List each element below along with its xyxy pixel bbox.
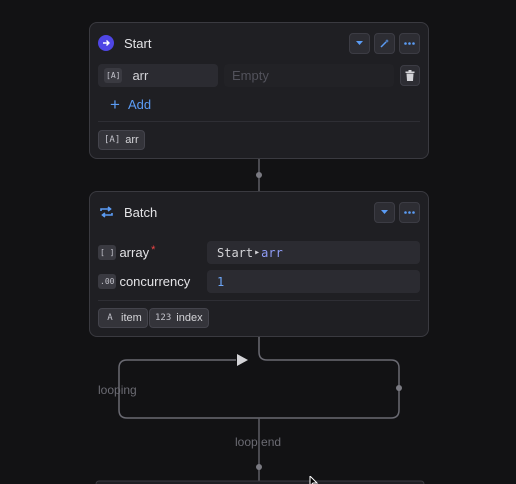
collapse-button[interactable] [374,201,395,223]
output-chip-index[interactable]: 123 index [149,308,209,328]
add-input-label: Add [127,96,152,112]
number-type-icon: 123 [155,313,172,323]
collapse-button[interactable] [349,32,370,54]
chevron-down-icon [356,41,363,45]
start-node-title: Start [124,35,152,51]
chevron-down-icon [381,210,388,214]
output-name: item [121,312,142,324]
edge-handle-loop-end[interactable] [256,464,262,470]
concurrency-value: 1 [217,274,225,289]
output-chip-item[interactable]: A item [98,308,148,328]
batch-node-header: Batch [90,192,428,232]
start-node-header: Start [90,23,428,63]
more-button[interactable] [399,201,420,223]
start-node[interactable]: Start [A] arr [89,22,429,159]
mouse-cursor-icon [309,476,319,484]
string-array-type-icon: [A] [104,68,123,83]
concurrency-input[interactable]: 1 [207,270,420,293]
string-array-type-icon: [A] [104,135,121,145]
ref-arrow-icon: ▸ [254,247,261,258]
param-row-concurrency: .00 concurrency [98,270,190,293]
trash-icon [405,70,415,81]
magic-wand-icon [380,38,389,48]
input-value-placeholder: Empty [232,68,269,83]
input-value-field[interactable]: Empty [224,64,394,87]
loop-handle[interactable] [396,385,402,391]
batch-node-title: Batch [124,204,158,220]
output-chip-arr[interactable]: [A] arr [98,130,145,150]
string-type-icon: A [107,313,113,323]
start-icon [98,35,114,51]
divider [98,300,420,301]
output-name: arr [125,134,139,146]
more-icon [404,210,415,214]
loop-arrow-icon [237,354,248,366]
batch-icon [98,204,114,220]
output-name: index [176,312,203,324]
input-name-value: arr [132,68,149,83]
array-reference-input[interactable]: Start ▸ arr [207,241,420,264]
delete-input-button[interactable] [400,65,420,86]
more-icon [404,41,415,45]
required-marker: * [151,243,156,256]
looping-label: looping [98,383,137,397]
param-label: concurrency [119,274,191,289]
more-button[interactable] [399,32,420,54]
plus-icon: + [110,94,120,114]
param-row-array: [ ] array * [98,241,155,264]
ref-source: Start [217,245,254,260]
ref-variable: arr [261,245,283,260]
number-type-icon: .00 [98,274,117,289]
input-name-field[interactable]: [A] arr [98,64,218,87]
magic-wand-button[interactable] [374,32,395,54]
batch-node[interactable]: Batch [ ] array * Start ▸ arr [89,191,429,337]
array-type-icon: [ ] [98,245,117,260]
edge-handle-start-batch[interactable] [256,172,262,178]
add-input-button[interactable]: + Add [110,95,151,113]
divider [98,121,420,122]
param-label: array [119,245,150,260]
loop-path [118,337,400,419]
loop-end-label: loop end [235,435,282,449]
